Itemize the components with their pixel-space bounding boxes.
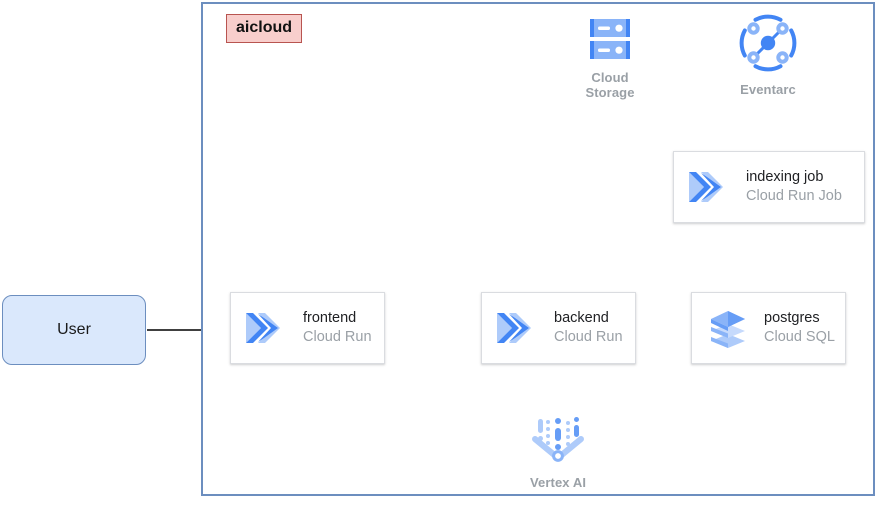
node-eventarc-caption: Eventarc bbox=[740, 82, 796, 97]
node-eventarc-caption-line1: Eventarc bbox=[740, 82, 796, 97]
cloud-run-icon bbox=[674, 169, 746, 205]
node-indexing-job-title: indexing job bbox=[746, 169, 824, 186]
node-frontend-title: frontend bbox=[303, 310, 357, 327]
node-vertex-ai[interactable]: Vertex AI bbox=[512, 409, 604, 490]
node-postgres-text: postgres Cloud SQL bbox=[764, 309, 835, 346]
cloud-storage-icon bbox=[585, 16, 635, 67]
node-backend-text: backend Cloud Run bbox=[554, 309, 623, 346]
node-backend-title: backend bbox=[554, 310, 609, 327]
node-postgres-title: postgres bbox=[764, 310, 820, 327]
node-vertex-ai-caption: Vertex AI bbox=[530, 475, 586, 490]
aicloud-group-label: aicloud bbox=[226, 14, 303, 43]
cloud-run-icon bbox=[482, 310, 554, 346]
node-backend[interactable]: backend Cloud Run bbox=[481, 292, 636, 364]
node-cloud-storage-caption-line2: Storage bbox=[585, 85, 635, 101]
node-cloud-storage-caption-line1: Cloud bbox=[591, 70, 629, 85]
node-user-label: User bbox=[57, 321, 91, 338]
node-indexing-job-subtitle: Cloud Run Job bbox=[746, 188, 842, 204]
vertex-ai-icon bbox=[529, 409, 587, 472]
node-vertex-ai-caption-line1: Vertex AI bbox=[529, 475, 587, 490]
node-eventarc[interactable]: Eventarc bbox=[727, 12, 809, 97]
node-cloud-storage[interactable]: Cloud Storage bbox=[570, 16, 650, 101]
cloud-sql-icon bbox=[692, 307, 764, 349]
node-frontend-subtitle: Cloud Run bbox=[303, 329, 372, 345]
node-user[interactable]: User bbox=[2, 295, 146, 365]
node-indexing-job[interactable]: indexing job Cloud Run Job bbox=[673, 151, 865, 223]
cloud-run-icon bbox=[231, 310, 303, 346]
node-postgres-subtitle: Cloud SQL bbox=[764, 329, 835, 345]
node-backend-subtitle: Cloud Run bbox=[554, 329, 623, 345]
eventarc-icon bbox=[737, 12, 799, 79]
node-postgres[interactable]: postgres Cloud SQL bbox=[691, 292, 846, 364]
aicloud-group-container[interactable] bbox=[201, 2, 875, 496]
node-indexing-job-text: indexing job Cloud Run Job bbox=[746, 168, 842, 205]
node-frontend[interactable]: frontend Cloud Run bbox=[230, 292, 385, 364]
node-cloud-storage-caption: Cloud Storage bbox=[585, 70, 634, 101]
node-frontend-text: frontend Cloud Run bbox=[303, 309, 372, 346]
